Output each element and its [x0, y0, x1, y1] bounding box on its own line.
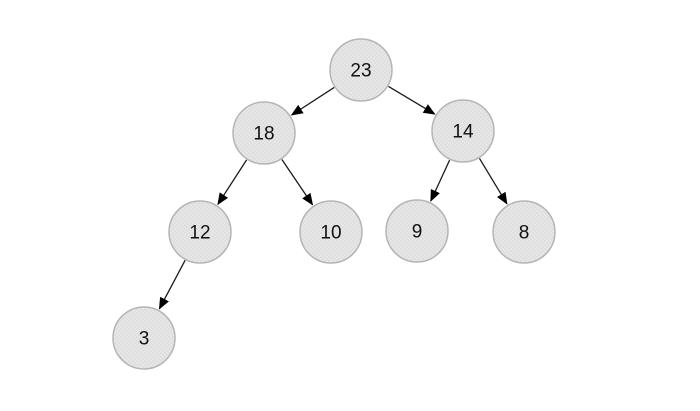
tree-node: 9: [385, 199, 449, 263]
tree-node-circle: [112, 306, 176, 370]
tree-node-circle: [329, 38, 393, 102]
tree-node-circle: [431, 99, 495, 163]
tree-edge: [478, 158, 508, 205]
tree-edge: [158, 259, 186, 310]
tree-edge: [290, 86, 335, 116]
tree-node: 10: [299, 200, 363, 264]
tree-node-circle: [492, 200, 556, 264]
tree-node-label: 23: [350, 61, 371, 82]
tree-node-label: 18: [253, 124, 274, 145]
edge-layer: [158, 85, 508, 310]
node-layer: 23 18 14 12 10 9 8 3: [112, 38, 556, 370]
tree-node: 8: [492, 200, 556, 264]
tree-edge: [430, 159, 451, 202]
tree-node: 12: [168, 200, 232, 264]
tree-node-label: 9: [412, 222, 423, 243]
tree-node-circle: [168, 200, 232, 264]
tree-node-circle: [232, 101, 296, 165]
tree-edge: [217, 159, 248, 206]
tree-node-label: 10: [320, 223, 341, 244]
tree-node: 23: [329, 38, 393, 102]
tree-node-label: 8: [519, 223, 530, 244]
tree-edge: [281, 159, 314, 206]
tree-node-label: 12: [189, 223, 210, 244]
tree-node-label: 3: [139, 329, 150, 350]
tree-node-circle: [299, 200, 363, 264]
tree-node-circle: [385, 199, 449, 263]
tree-edge: [388, 85, 436, 115]
tree-node: 3: [112, 306, 176, 370]
tree-node-label: 14: [452, 122, 474, 143]
tree-node: 14: [431, 99, 495, 163]
tree-node: 18: [232, 101, 296, 165]
